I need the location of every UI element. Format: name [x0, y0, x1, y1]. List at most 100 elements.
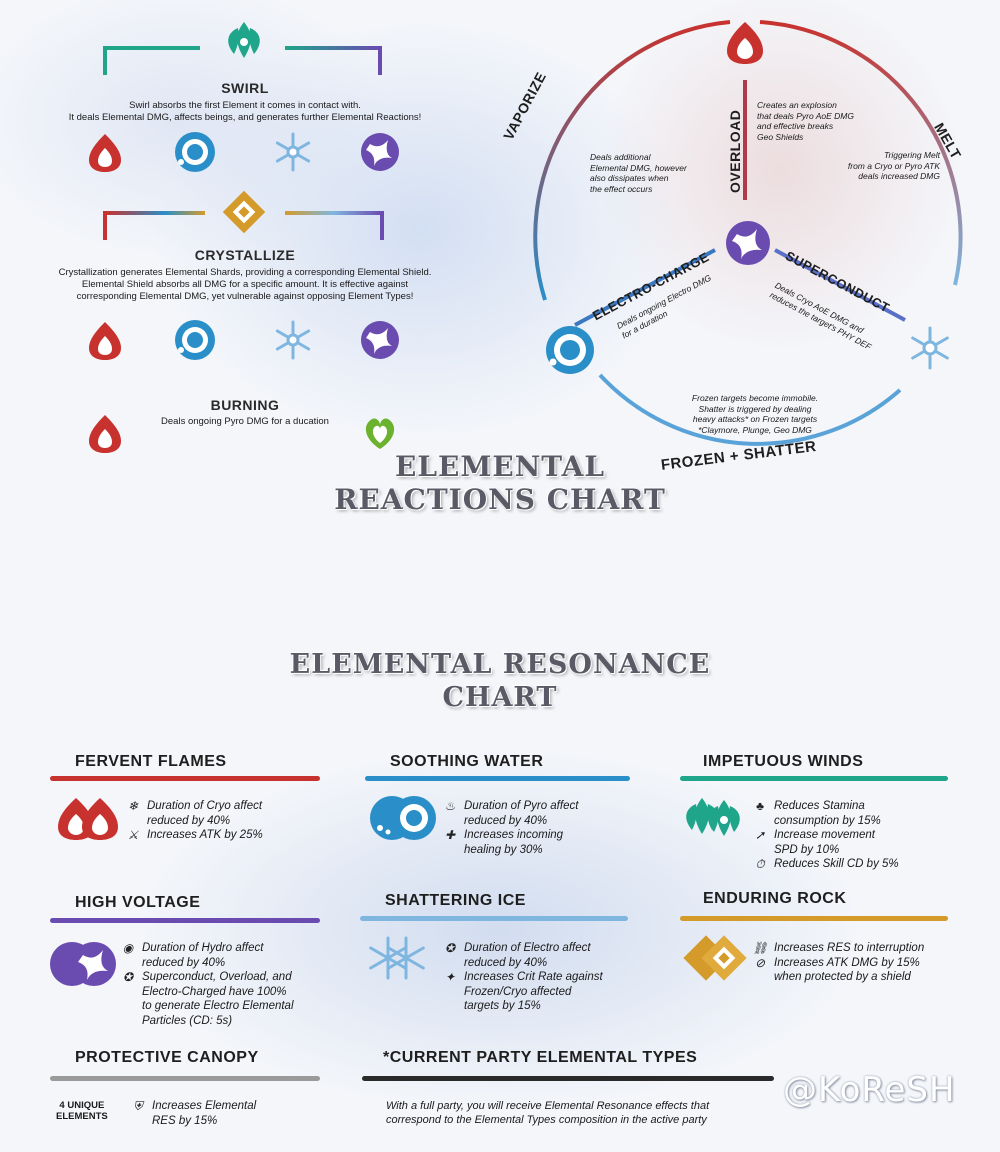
party-bar — [362, 1076, 774, 1081]
enduring-rock-effects: ⛓Increases RES to interruption ⊘Increase… — [752, 941, 972, 985]
frozen-desc-line: heavy attacks* on Frozen targets — [692, 414, 818, 424]
resonance-graphics — [50, 776, 948, 1081]
double-anemo-icon — [686, 798, 740, 836]
effect-text: Increases Crit Rate against — [464, 971, 603, 983]
stamina-icon: ♣ — [756, 799, 764, 813]
effect-text: Increases RES to interruption — [774, 942, 925, 954]
reactions-chart-title: ELEMENTAL REACTIONS CHART — [300, 450, 700, 516]
swirl-desc-line: It deals Elemental DMG, affects beings, … — [68, 112, 422, 123]
badge-line: 4 UNIQUE — [59, 1100, 105, 1111]
effect-text: when protected by a shield — [774, 971, 911, 983]
impetuous-bar — [680, 776, 948, 781]
run-icon: ➚ — [754, 828, 766, 842]
watermark: @KoReSH — [783, 1070, 956, 1110]
effect-text: to generate Electro Elemental — [142, 1000, 294, 1012]
reactions-graphics — [89, 20, 963, 453]
impetuous-winds-title: IMPETUOUS WINDS — [703, 753, 864, 770]
vaporize-desc-line: Elemental DMG, however — [590, 162, 687, 173]
cryo-icon — [275, 132, 311, 172]
effect-text: reduced by 40% — [464, 814, 548, 827]
swirl-title: SWIRL — [221, 80, 269, 96]
chain-link-icon: ⛓ — [752, 941, 768, 955]
vaporize-desc-line: the effect occurs — [590, 183, 653, 194]
line-electro-charge — [574, 248, 716, 327]
effect-text: Duration of Hydro affect — [142, 942, 264, 954]
frozen-desc-line: Shatter is triggered by dealing — [698, 403, 812, 414]
double-pyro-icon — [58, 798, 118, 840]
soothing-water-effects: ♨Duration of Pyro affect reduced by 40% … — [442, 799, 642, 857]
effect-text: reduced by 40% — [147, 814, 231, 827]
effect-text: Increase movement — [774, 829, 875, 841]
dendro-icon — [365, 418, 395, 449]
high-voltage-title: HIGH VOLTAGE — [75, 894, 201, 911]
pyro-icon — [89, 415, 121, 453]
fervent-bar — [50, 776, 320, 781]
crystallize-desc-line: Elemental Shield absorbs all DMG for a s… — [81, 279, 409, 290]
burning-description: Deals ongoing Pyro DMG for a ducation — [161, 416, 329, 427]
badge-line: ELEMENTS — [56, 1111, 108, 1122]
enduring-bar — [680, 916, 948, 921]
arc-frozen — [598, 373, 902, 446]
anemo-icon — [228, 22, 260, 58]
electro-icon — [726, 221, 770, 265]
vaporize-desc-line: also dissipates when — [590, 173, 669, 183]
resonance-title-line: ELEMENTAL RESONANCE — [289, 649, 711, 680]
fervent-flames-title: FERVENT FLAMES — [75, 753, 227, 770]
current-party-title: *CURRENT PARTY ELEMENTAL TYPES — [383, 1049, 698, 1066]
overload-desc-line: Geo Shields — [757, 131, 804, 142]
line-superconduct — [774, 248, 906, 322]
swirl-desc-line: Swirl absorbs the first Element it comes… — [129, 100, 361, 111]
pyro-small-icon: ♨ — [444, 799, 456, 813]
effect-text: Duration of Pyro affect — [464, 800, 579, 812]
crystallize-description: Crystallization generates Elemental Shar… — [15, 267, 475, 303]
cryo-icon — [275, 320, 311, 360]
pyro-icon — [89, 322, 121, 360]
crystallize-bracket-right — [285, 211, 384, 240]
crystallize-desc-line: corresponding Elemental DMG, yet vulnera… — [76, 291, 414, 302]
shield-bolt-icon: ⛨ — [133, 1099, 143, 1113]
melt-desc-line: deals increased DMG — [858, 171, 940, 181]
effect-text: reduced by 40% — [142, 956, 226, 969]
impetuous-winds-effects: ♣Reduces Stamina consumption by 15% ➚Inc… — [752, 799, 962, 872]
overload-desc-line: that deals Pyro AoE DMG — [757, 110, 855, 121]
high-voltage-bar — [50, 918, 320, 923]
burning-title: BURNING — [210, 397, 280, 413]
stopwatch-icon: ⏱ — [755, 857, 765, 871]
reactions-title-line: ELEMENTAL — [394, 450, 606, 483]
hydro-icon — [175, 132, 215, 172]
party-desc-line: correspond to the Elemental Types compos… — [386, 1113, 707, 1126]
pyro-icon — [727, 22, 763, 64]
melt-desc-line: Triggering Melt — [883, 150, 940, 160]
four-unique-elements-badge: 4 UNIQUE ELEMENTS — [56, 1100, 108, 1122]
cryo-icon — [911, 326, 949, 370]
vaporize-desc-line: Deals additional — [590, 152, 651, 162]
effect-text: Increases Elemental — [152, 1100, 257, 1112]
double-cryo-icon — [369, 936, 425, 980]
enduring-rock-title: ENDURING ROCK — [703, 890, 847, 907]
effect-text: Increases incoming — [464, 829, 564, 841]
frozen-desc-line: Frozen targets become immobile. — [691, 393, 819, 403]
effect-text: consumption by 15% — [774, 814, 881, 827]
effect-text: Particles (CD: 5s) — [142, 1014, 233, 1027]
effect-text: Duration of Cryo affect — [147, 800, 263, 812]
soothing-water-title: SOOTHING WATER — [390, 753, 544, 770]
overload-description: Creates an explosion that deals Pyro AoE… — [757, 100, 877, 142]
double-electro-icon — [50, 942, 116, 986]
electro-icon — [361, 133, 399, 171]
heal-cross-icon: ✚ — [444, 828, 456, 842]
shattering-ice-title: SHATTERING ICE — [385, 892, 526, 909]
swirl-description: Swirl absorbs the first Element it comes… — [20, 100, 470, 124]
resonance-chart-title: ELEMENTAL RESONANCE CHART — [250, 648, 750, 714]
protective-bar — [50, 1076, 320, 1081]
swirl-bracket-left — [103, 46, 200, 75]
effect-text: Electro-Charged have 100% — [142, 985, 287, 998]
effect-text: Superconduct, Overload, and — [142, 971, 292, 983]
protective-canopy-effects: ⛨Increases Elemental RES by 15% — [130, 1099, 330, 1128]
soothing-bar — [365, 776, 630, 781]
double-hydro-icon — [370, 796, 436, 840]
sword-icon: ⚔ — [127, 828, 139, 842]
hydro-small-icon: ◉ — [122, 941, 134, 955]
hydro-icon — [546, 326, 594, 374]
cryo-small-icon: ❄ — [127, 799, 139, 813]
